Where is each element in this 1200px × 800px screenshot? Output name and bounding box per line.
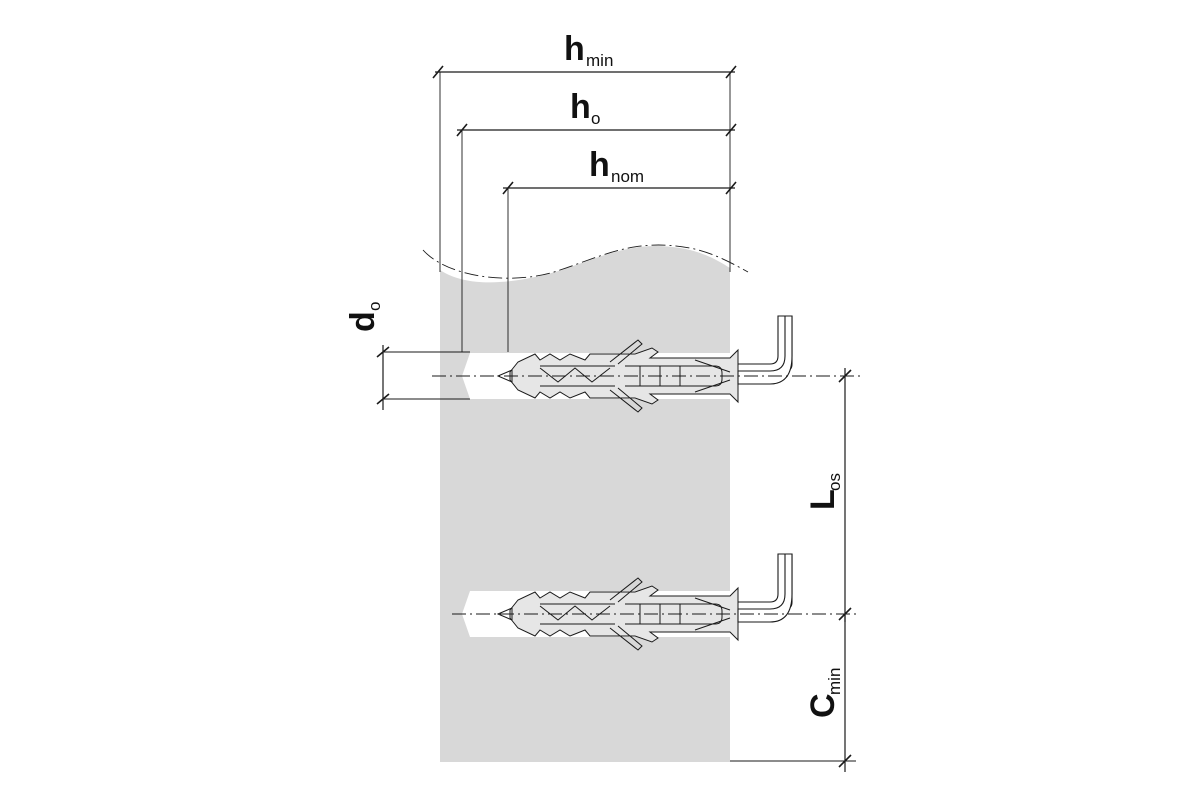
dimension-h-min: h min — [432, 30, 737, 272]
concrete-substrate — [440, 246, 730, 762]
label-c-min-sub: min — [825, 668, 844, 695]
dimension-c-min: C min — [730, 614, 856, 772]
dimension-h-nom: h nom — [502, 146, 737, 352]
label-h-nom-sub: nom — [611, 167, 644, 186]
label-h-min-sub: min — [586, 51, 613, 70]
label-d-o: d — [344, 311, 382, 332]
label-d-o-sub: o — [365, 302, 384, 311]
label-l-os-sub: os — [825, 473, 844, 491]
label-c-min: C — [804, 693, 842, 718]
dimension-h-o: h o — [456, 88, 737, 352]
label-h-nom: h — [589, 146, 610, 184]
dimension-d-o: d o — [344, 302, 470, 410]
dimension-l-os: L os — [804, 368, 852, 622]
break-line — [422, 244, 749, 279]
label-l-os: L — [804, 489, 842, 510]
label-h-min: h — [564, 30, 585, 68]
label-h-o-sub: o — [591, 109, 600, 128]
label-h-o: h — [570, 88, 591, 126]
